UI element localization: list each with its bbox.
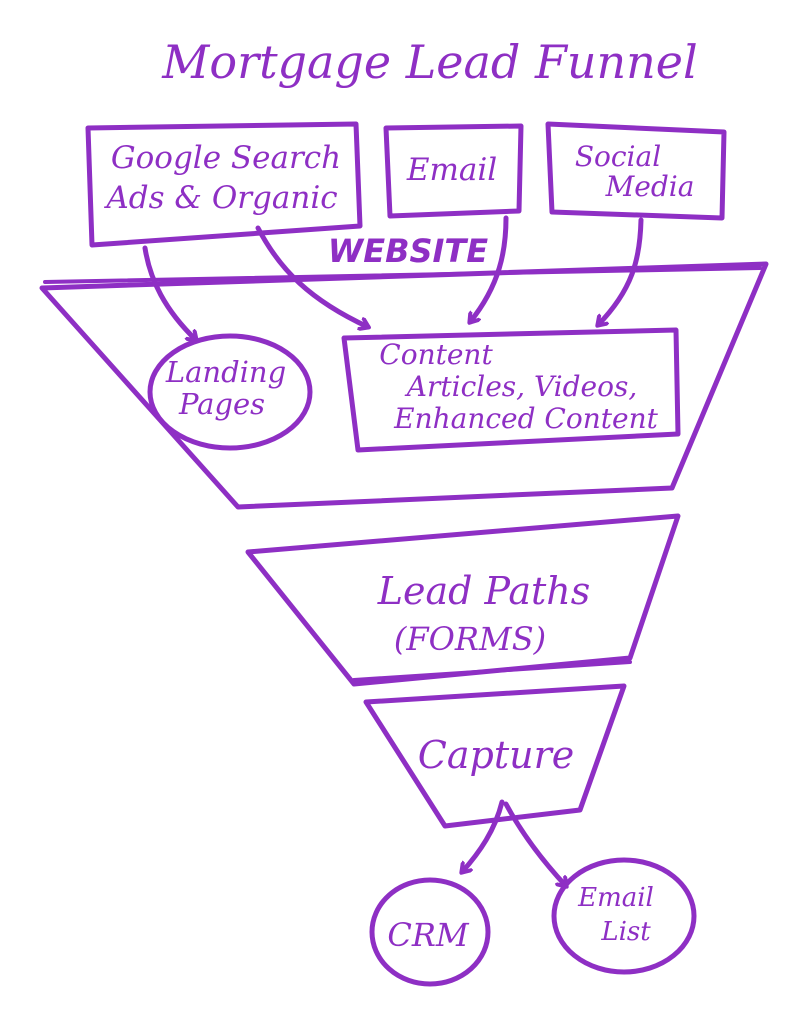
source-google: Google Search Ads & Organic: [85, 121, 363, 248]
arrow-capture-to-crm: [462, 799, 505, 872]
arrow-email-to-content: [470, 215, 509, 322]
capture-stage: Capture: [363, 683, 627, 829]
source-google-line-1: Google Search: [111, 140, 341, 176]
arrow-google-to-landing: [142, 245, 196, 340]
source-social-line-2: Media: [605, 170, 695, 203]
landing-pages-line-1: Landing: [165, 355, 286, 389]
source-email-line-1: Email: [406, 152, 497, 188]
content-box: Content Articles, Videos, Enhanced Conte…: [341, 327, 681, 453]
content-line-1: Content: [379, 338, 493, 371]
output-email-list-line-2: List: [600, 917, 651, 947]
output-crm: CRM: [369, 877, 491, 987]
source-google-line-2: Ads & Organic: [103, 180, 337, 216]
lead-paths-stage: Lead Paths (FORMS): [245, 513, 681, 687]
arrow-capture-to-email-list: [503, 801, 566, 886]
arrow-social-to-content: [598, 217, 644, 325]
website-funnel-top-stroke: [43, 266, 762, 284]
lead-paths-line-2: (FORMS): [394, 620, 546, 658]
output-email-list: Email List: [551, 857, 697, 975]
lead-paths-line-1: Lead Paths: [377, 569, 591, 613]
content-line-3: Enhanced Content: [393, 402, 658, 435]
landing-pages-line-2: Pages: [178, 387, 265, 421]
website-label: WEBSITE: [328, 232, 488, 270]
source-email: Email: [383, 123, 524, 219]
content-line-2: Articles, Videos,: [404, 370, 638, 403]
diagram-title: Mortgage Lead Funnel: [161, 35, 697, 89]
arrow-google-to-content: [255, 225, 368, 327]
capture-label: Capture: [418, 733, 574, 777]
source-social-line-1: Social: [575, 140, 661, 173]
output-email-list-line-1: Email: [577, 883, 654, 913]
output-crm-label: CRM: [387, 916, 470, 954]
landing-pages: Landing Pages: [147, 333, 313, 451]
source-social: Social Media: [545, 121, 727, 221]
